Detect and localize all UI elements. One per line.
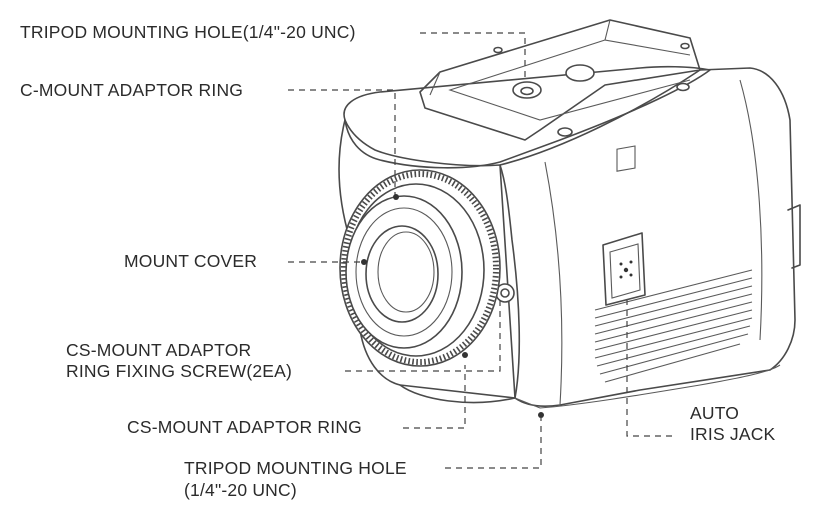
label-cs-screw-line1: CS-MOUNT ADAPTOR <box>66 340 252 360</box>
label-tripod-bottom-line2: (1/4"-20 UNC) <box>184 480 297 500</box>
leader-dots <box>361 194 544 418</box>
label-c-mount-ring: C-MOUNT ADAPTOR RING <box>20 80 244 100</box>
label-tripod-bottom-line1: TRIPOD MOUNTING HOLE <box>184 458 407 478</box>
label-auto-iris-line1: AUTO <box>690 403 740 423</box>
leader-lines <box>288 32 672 469</box>
label-cs-screw-line2: RING FIXING SCREW(2EA) <box>66 361 293 381</box>
label-mount-cover: MOUNT COVER <box>124 251 258 271</box>
camera-icon <box>338 19 801 409</box>
label-cs-ring: CS-MOUNT ADAPTOR RING <box>127 417 362 437</box>
label-auto-iris-line2: IRIS JACK <box>690 424 776 444</box>
label-tripod-top: TRIPOD MOUNTING HOLE(1/4"-20 UNC) <box>20 22 356 42</box>
